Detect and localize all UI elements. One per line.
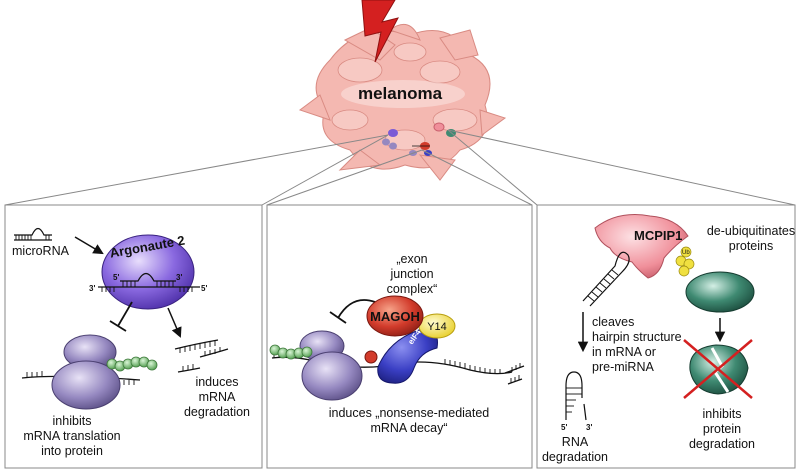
panel3-inhibits-line3: degradation (689, 437, 755, 451)
ribosome-translation (21, 334, 141, 410)
rna-degradation-line1: RNA (562, 435, 589, 449)
ejc-label-line2: junction (389, 267, 433, 281)
cleaves-line2: hairpin structure (592, 330, 682, 344)
argonaute-5prime-bottom: 5' (201, 284, 207, 293)
deubiq-line2: proteins (729, 239, 773, 253)
panel3-inhibits-line2: protein (703, 422, 741, 436)
cleaved-5prime: 5' (561, 423, 567, 432)
argonaute-bound-rna (98, 272, 200, 292)
cross-icon (683, 339, 753, 399)
melanoma-title: melanoma (358, 84, 443, 103)
argonaute-3prime-top: 3' (176, 273, 182, 282)
lightning-icon (361, 0, 399, 63)
connector-lines (4, 129, 796, 206)
cleaves-line1: cleaves (592, 315, 634, 329)
arrow-microrna-to-argonaute (74, 236, 104, 255)
ribosome-ejc (299, 330, 363, 401)
panel1-induces-line2: mRNA (199, 390, 236, 404)
mcpip1-protein (594, 214, 689, 279)
cleaved-hairpin (565, 371, 587, 421)
panel1-induces-line3: degradation (184, 405, 250, 419)
deubiq-line1: de-ubiquitinates (707, 224, 795, 238)
panel-argonaute (4, 204, 263, 469)
microrna-hairpin-icon (14, 227, 52, 241)
arrow-to-degradation (167, 307, 182, 338)
ejc-label-line3: complex“ (387, 282, 438, 296)
nmd-label-line2: mRNA decay“ (370, 421, 447, 435)
panel1-inhibits-line3: into protein (41, 444, 103, 458)
panel-ejc (266, 204, 533, 469)
nascent-peptide-chain (106, 356, 158, 372)
microrna-label: microRNA (12, 244, 70, 258)
mrna-fragments (174, 339, 229, 373)
argonaute-3prime-bottom: 3' (89, 284, 95, 293)
argonaute-5prime-top: 5' (113, 273, 119, 282)
eif4aiii-protein (377, 327, 438, 384)
panel1-inhibits-line2: mRNA translation (23, 429, 120, 443)
nmd-label-line1: induces „nonsense-mediated (329, 406, 490, 420)
hairpin-rna (582, 251, 630, 307)
melanoma-tumor (298, 23, 507, 181)
argonaute2-protein (101, 234, 195, 310)
panel3-inhibits-line1: inhibits (703, 407, 742, 421)
ejc-label-line1: „exon (396, 252, 427, 266)
mcpip1-label: MCPIP1 (634, 228, 682, 243)
y14-label: Y14 (427, 321, 447, 333)
panel-mcpip1 (536, 204, 796, 469)
ubiquitin-cluster (675, 246, 695, 277)
panel1-induces-line1: induces (195, 375, 238, 389)
cleaves-line4: pre-miRNA (592, 360, 654, 374)
target-protein (685, 271, 755, 313)
cleaves-line3: in mRNA or (592, 345, 656, 359)
rna-degradation-line2: degradation (542, 450, 608, 464)
panel1-inhibits-line1: inhibits (53, 414, 92, 428)
magoh-protein (366, 295, 424, 337)
stop-codon-marker (364, 350, 378, 364)
ejc-peptide-chain (269, 344, 313, 360)
ub-label: Ub (682, 250, 690, 256)
inhibition-arrow-ejc (329, 299, 376, 324)
magoh-label: MAGOH (370, 309, 420, 324)
cleaved-3prime: 3' (586, 423, 592, 432)
inhibition-arrow-translation (109, 301, 133, 332)
